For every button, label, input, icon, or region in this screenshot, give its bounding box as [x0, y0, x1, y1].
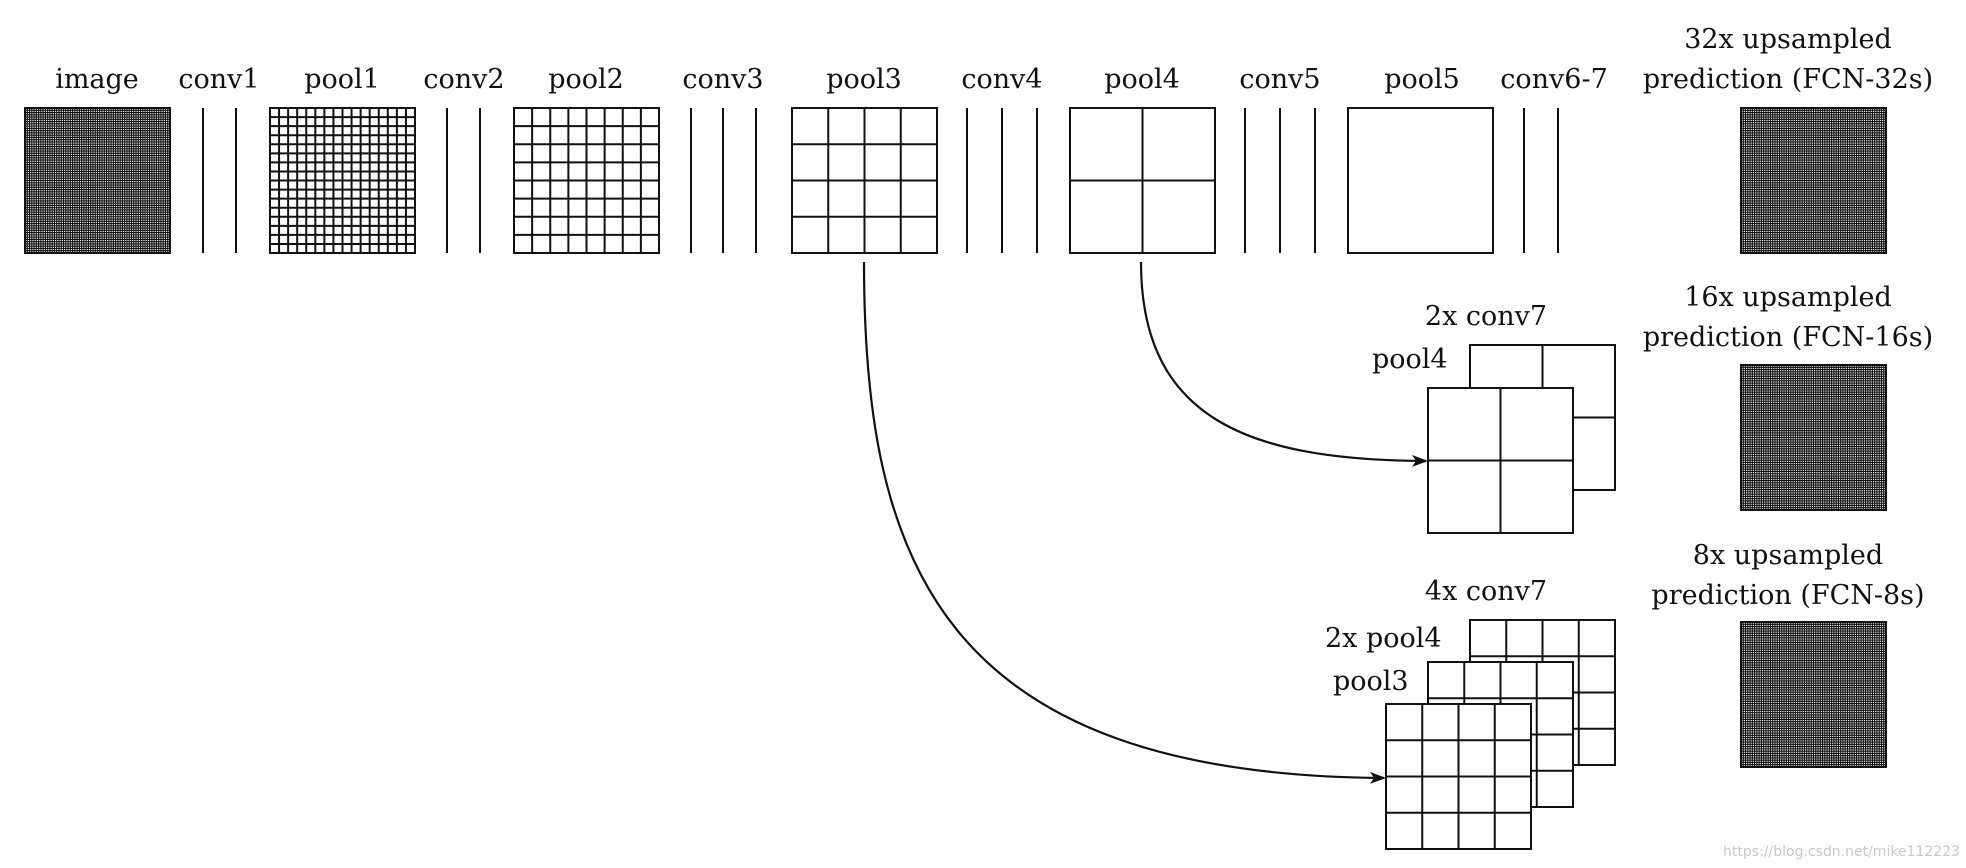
label-conv3: conv3: [682, 64, 763, 95]
label-conv4: conv4: [961, 64, 1042, 95]
pool5-grid: [1347, 107, 1494, 254]
grid-lines: [1741, 622, 1886, 767]
grid-lines: [1070, 108, 1215, 253]
grid-lines: [270, 108, 415, 253]
label-pool3: pool3: [826, 64, 902, 95]
label-conv5: conv5: [1239, 64, 1320, 95]
fcn8-output: [1740, 621, 1887, 768]
grid-lines: [1428, 388, 1573, 533]
grid-lines: [792, 108, 937, 253]
fusion16-pool4-grid: [1427, 387, 1574, 534]
label-fusion16-pool4: pool4: [1372, 344, 1448, 375]
conv6-7-bars: [1523, 108, 1559, 253]
label-conv6-7: conv6-7: [1500, 64, 1608, 95]
label-fcn32-line1: 32x upsampled: [1684, 24, 1892, 55]
label-fcn16-line2: prediction (FCN-16s): [1643, 322, 1933, 353]
grid-lines: [25, 108, 170, 253]
watermark: https://blog.csdn.net/mike112223: [1723, 844, 1960, 860]
label-pool2: pool2: [548, 64, 624, 95]
grid-lines: [1741, 108, 1886, 253]
label-fcn16-line1: 16x upsampled: [1684, 282, 1892, 313]
label-fusion8-conv7: 4x conv7: [1425, 576, 1547, 607]
label-fusion16-conv7: 2x conv7: [1425, 301, 1547, 332]
pool3-grid: [791, 107, 938, 254]
label-fcn8-line2: prediction (FCN-8s): [1651, 580, 1924, 611]
pool1-grid: [269, 107, 416, 254]
grid-lines: [1741, 365, 1886, 510]
pool4-grid: [1069, 107, 1216, 254]
conv4-bars: [966, 108, 1038, 253]
pool3-skip-arrow: [862, 261, 1386, 784]
grid-lines: [1386, 704, 1531, 849]
label-fcn8-line1: 8x upsampled: [1693, 540, 1883, 571]
grid-frame: [1347, 107, 1494, 254]
label-conv1: conv1: [178, 64, 259, 95]
label-fusion8-pool4: 2x pool4: [1325, 623, 1442, 654]
conv5-bars: [1244, 108, 1316, 253]
conv2-bars: [446, 108, 481, 253]
fusion8-pool3-grid: [1385, 703, 1532, 850]
conv3-bars: [690, 108, 757, 253]
label-fcn32-line2: prediction (FCN-32s): [1643, 64, 1933, 95]
grid-lines: [514, 108, 659, 253]
pool4-skip-arrow: [1139, 261, 1428, 467]
label-image: image: [55, 64, 139, 95]
label-pool1: pool1: [304, 64, 380, 95]
pool2-grid: [513, 107, 660, 254]
label-pool4: pool4: [1104, 64, 1180, 95]
label-fusion8-pool3: pool3: [1333, 666, 1409, 697]
conv1-bars: [202, 108, 237, 253]
label-conv2: conv2: [423, 64, 504, 95]
fcn32-output: [1740, 107, 1887, 254]
label-pool5: pool5: [1384, 64, 1460, 95]
fcn16-output: [1740, 364, 1887, 511]
image-grid: [24, 107, 171, 254]
